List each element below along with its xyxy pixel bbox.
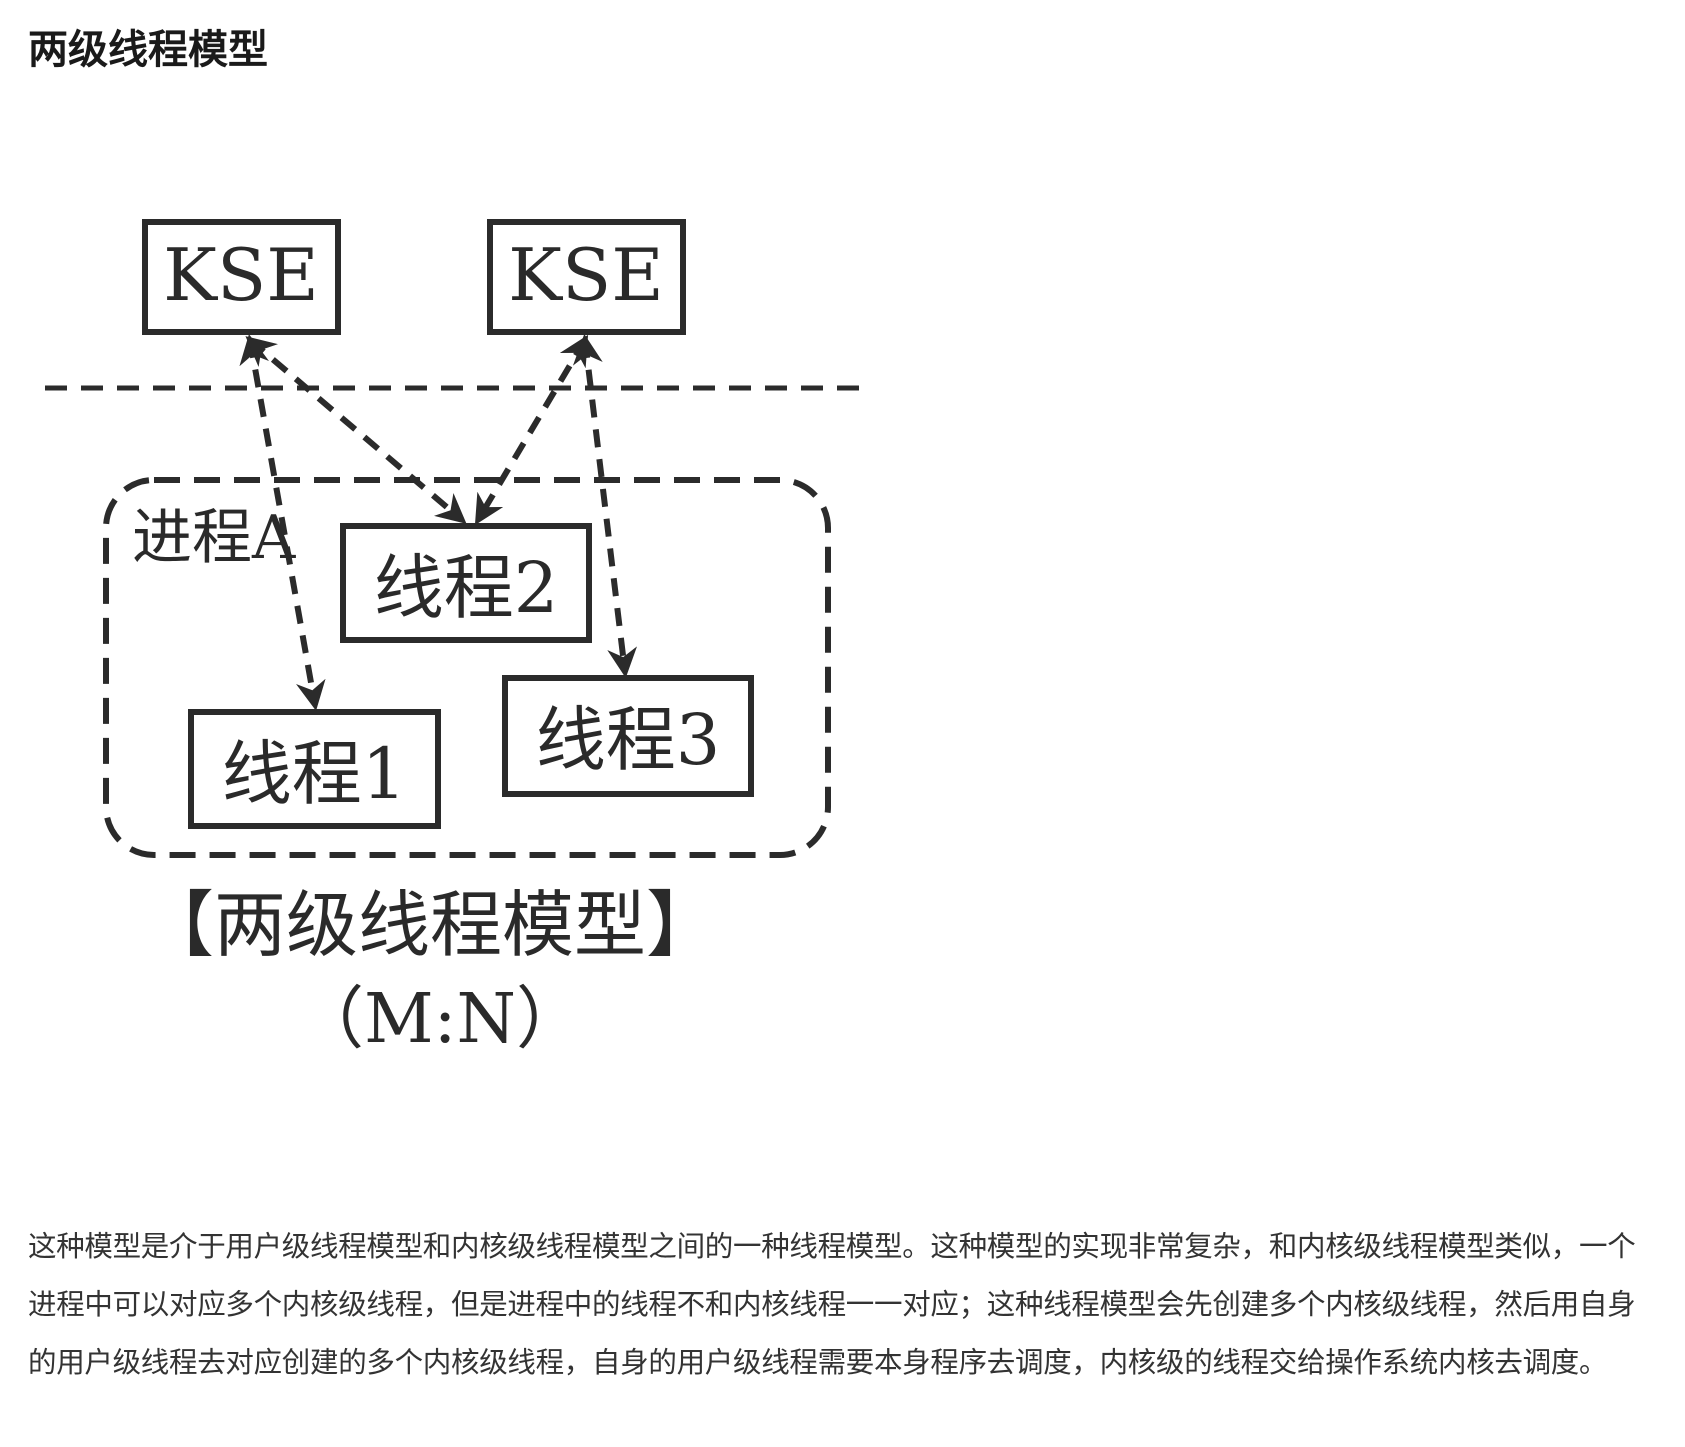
kse-box-left: KSE: [142, 219, 341, 335]
arrow-kse-right-thread-2: [474, 334, 589, 526]
thread-2-label: 线程2: [374, 547, 559, 629]
thread-1-label: 线程1: [222, 733, 407, 815]
kse-left-label: KSE: [163, 233, 319, 317]
diagram-caption-ratio: （M:N）: [296, 980, 584, 1059]
thread-1-box: 线程1: [188, 709, 441, 829]
kse-right-label: KSE: [508, 233, 664, 317]
two-level-thread-model-diagram: KSE KSE 进程A 线程2 线程1 线程3 【两级线程模型】: [45, 219, 870, 1059]
two-level-thread-model-figure: KSE KSE 进程A 线程2 线程1 线程3 【两级线程模型】: [0, 100, 920, 1160]
thread-3-label: 线程3: [536, 699, 721, 781]
thread-2-box: 线程2: [340, 523, 592, 643]
page-title: 两级线程模型: [28, 27, 268, 73]
thread-3-box: 线程3: [502, 675, 754, 797]
kse-box-right: KSE: [487, 219, 686, 335]
arrow-kse-left-thread-2: [245, 336, 467, 524]
diagram-caption-title: 【两级线程模型】: [142, 883, 718, 967]
process-a-container: [103, 477, 831, 858]
description-paragraph: 这种模型是介于用户级线程模型和内核级线程模型之间的一种线程模型。这种模型的实现非…: [28, 1230, 1636, 1379]
arrow-kse-right-thread-3: [572, 334, 638, 678]
process-a-label: 进程A: [132, 503, 296, 573]
